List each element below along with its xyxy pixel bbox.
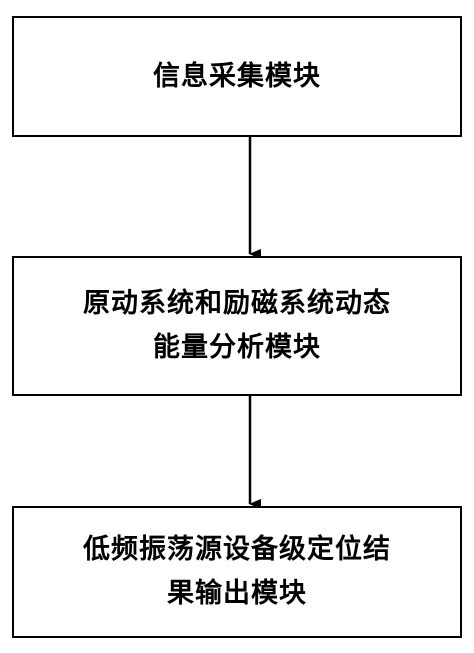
info-collection-module-label-line-1: 信息采集模块 [153,60,321,92]
info-collection-module-box: 信息采集模块 [12,16,462,137]
dynamic-energy-analysis-module-label-line-1: 原动系统和励磁系统动态 [83,288,391,319]
dynamic-energy-analysis-module-label-line-2: 能量分析模块 [153,332,321,363]
oscillation-source-location-output-module-box: 低频振荡源设备级定位结 果输出模块 [12,506,462,638]
dynamic-energy-analysis-module-box: 原动系统和励磁系统动态 能量分析模块 [12,256,462,396]
oscillation-source-location-output-module-label-line-2: 果输出模块 [167,578,307,609]
oscillation-source-location-output-module-label-line-1: 低频振荡源设备级定位结 [83,534,391,565]
